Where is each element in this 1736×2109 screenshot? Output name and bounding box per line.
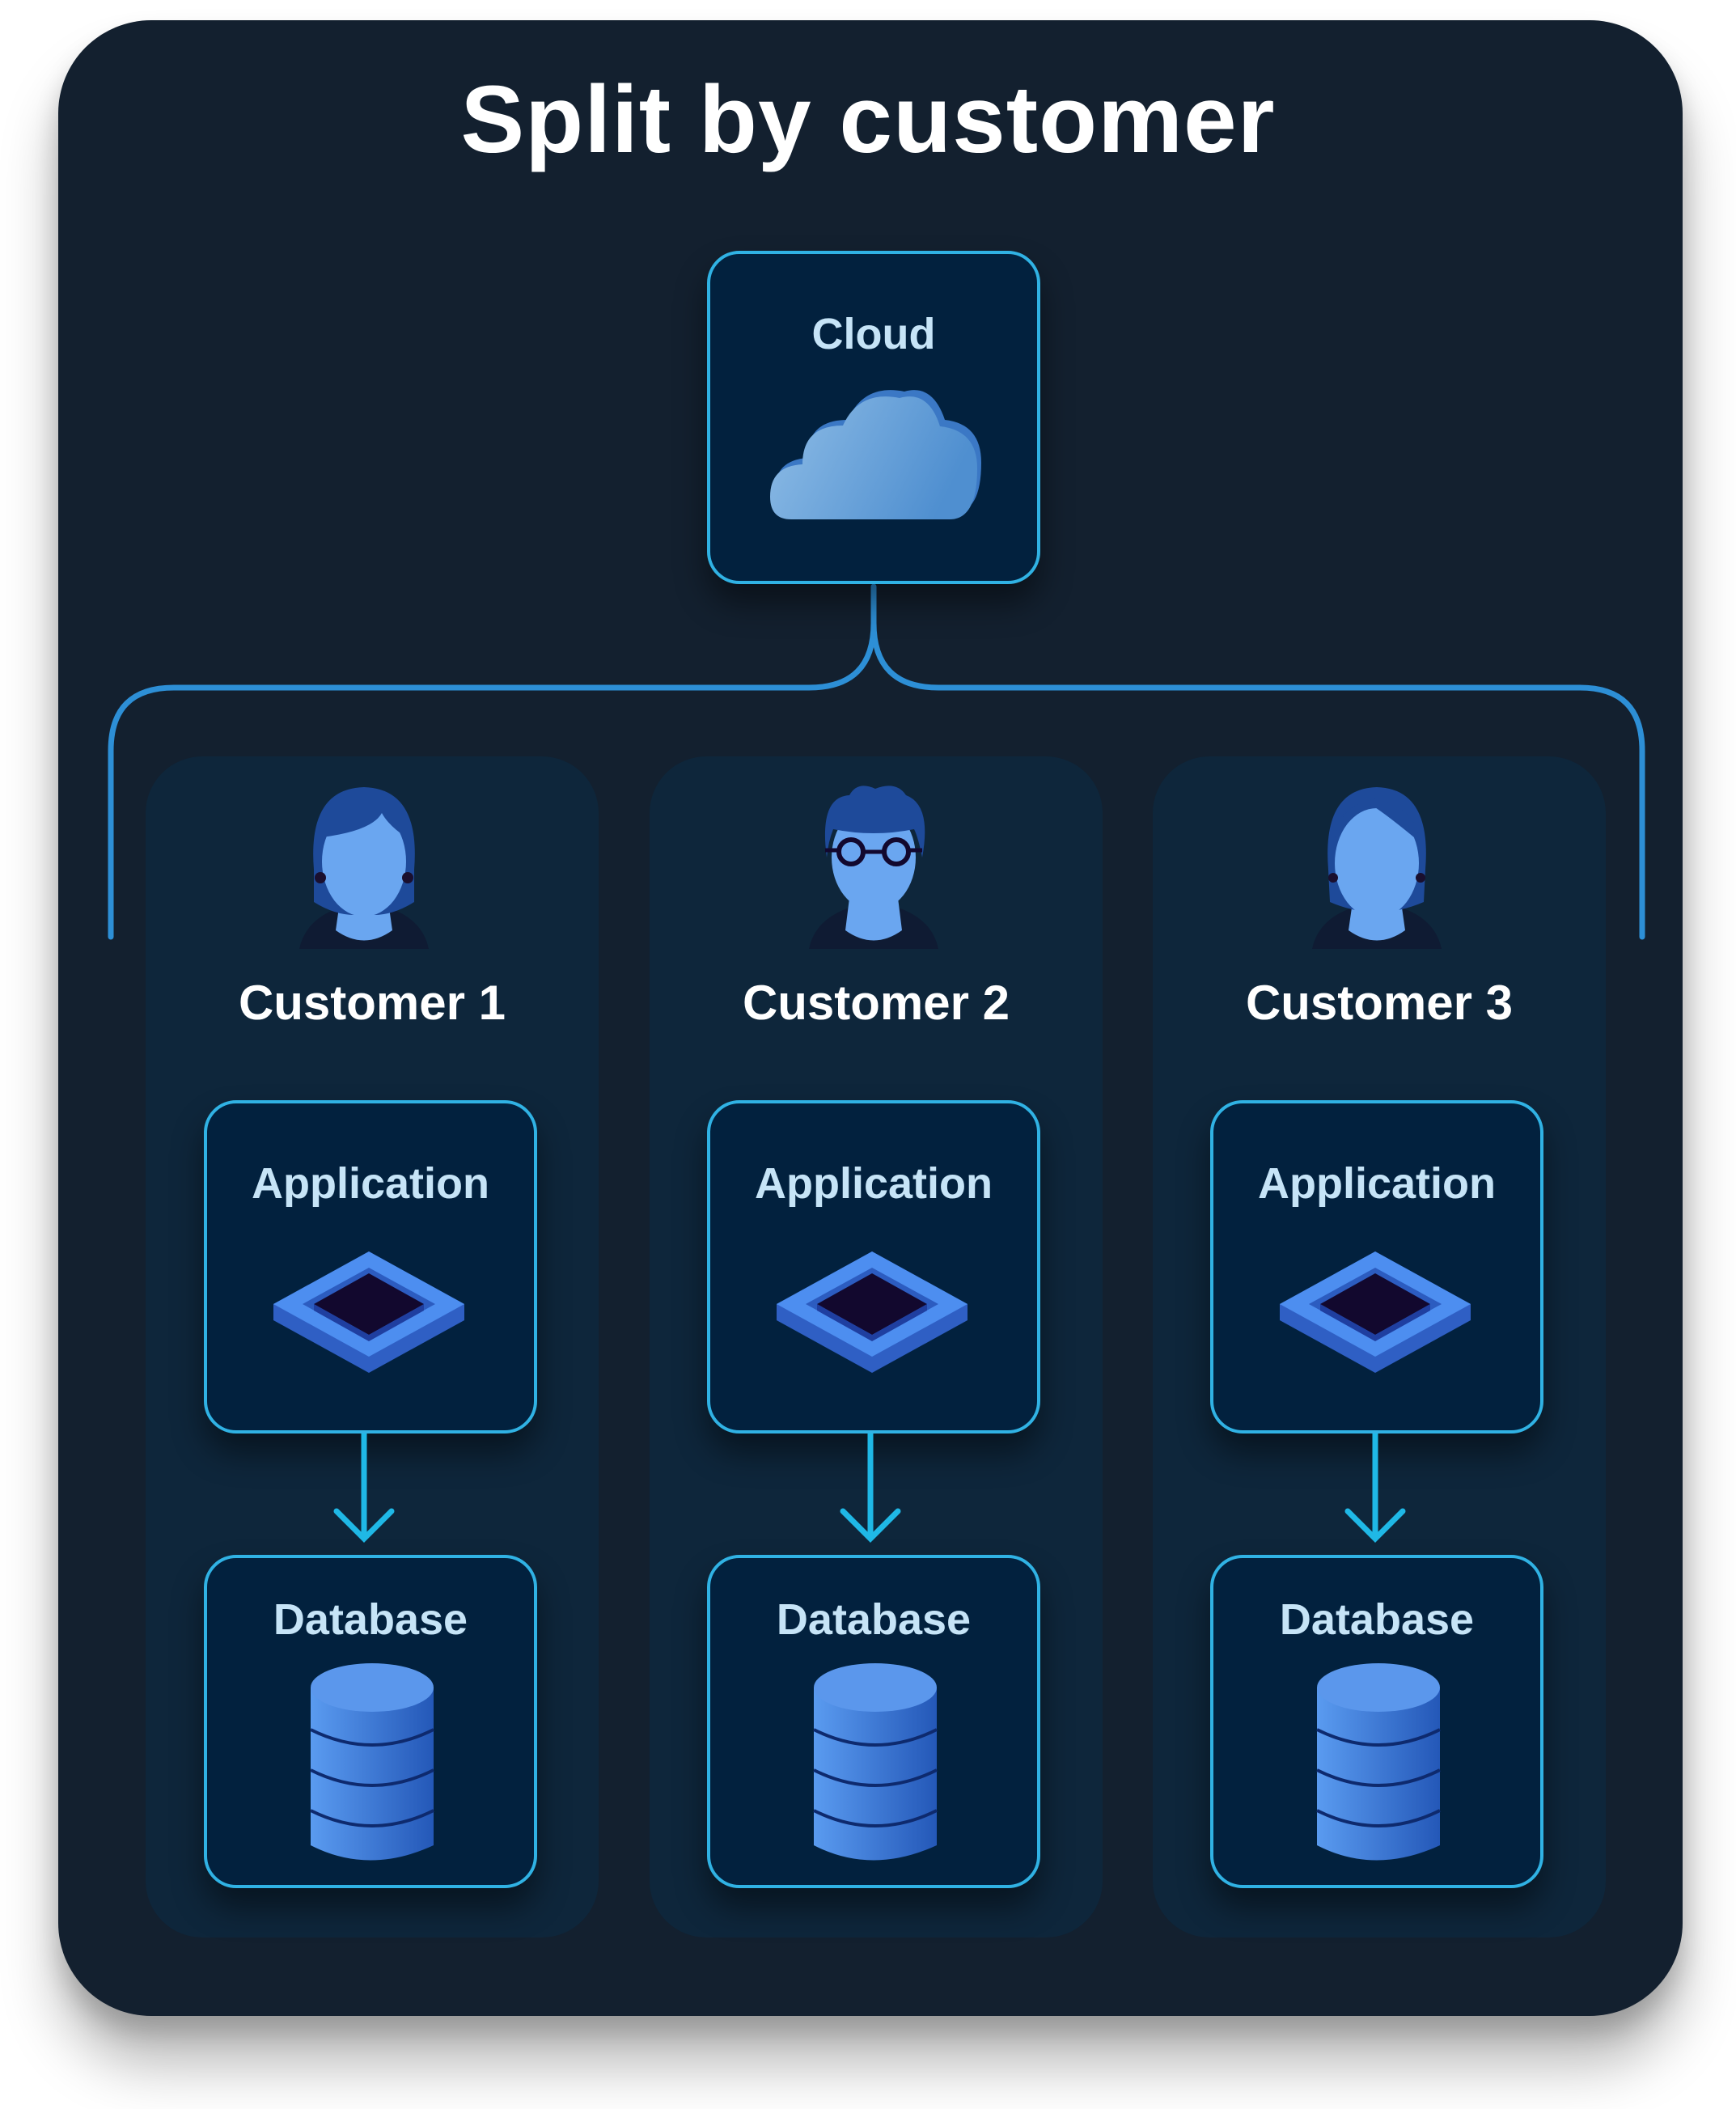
cloud-icon <box>770 390 981 519</box>
arrow-down-icon <box>1344 1434 1406 1543</box>
customer-3-label: Customer 3 <box>1245 976 1514 1030</box>
arrow-down-icon <box>333 1434 395 1543</box>
database-box-2: Database <box>707 1555 1040 1888</box>
woman-avatar-icon <box>299 787 429 949</box>
database-box-3: Database <box>1210 1555 1543 1888</box>
customer-2-label: Customer 2 <box>742 976 1010 1030</box>
application-box-3: Application <box>1210 1100 1543 1434</box>
database-icon <box>813 1663 938 1861</box>
person-avatar-icon <box>1312 787 1442 949</box>
database-label-3: Database <box>1279 1595 1475 1644</box>
cloud-label: Cloud <box>811 310 936 358</box>
database-box-1: Database <box>204 1555 537 1888</box>
diagram-title: Split by customer <box>460 66 1276 173</box>
application-label-1: Application <box>252 1159 489 1208</box>
database-icon <box>1316 1663 1441 1861</box>
application-label-2: Application <box>755 1159 993 1208</box>
database-label-2: Database <box>776 1595 972 1644</box>
database-label-1: Database <box>273 1595 468 1644</box>
cloud-box: Cloud <box>707 251 1040 584</box>
customer-1-label: Customer 1 <box>238 976 506 1030</box>
man-glasses-avatar-icon <box>809 786 938 949</box>
application-box-2: Application <box>707 1100 1040 1434</box>
application-chip-icon <box>777 1251 968 1373</box>
application-box-1: Application <box>204 1100 537 1434</box>
application-label-3: Application <box>1258 1159 1496 1208</box>
application-chip-icon <box>273 1251 464 1373</box>
arrow-down-icon <box>840 1434 901 1543</box>
database-icon <box>310 1663 434 1861</box>
application-chip-icon <box>1280 1251 1471 1373</box>
